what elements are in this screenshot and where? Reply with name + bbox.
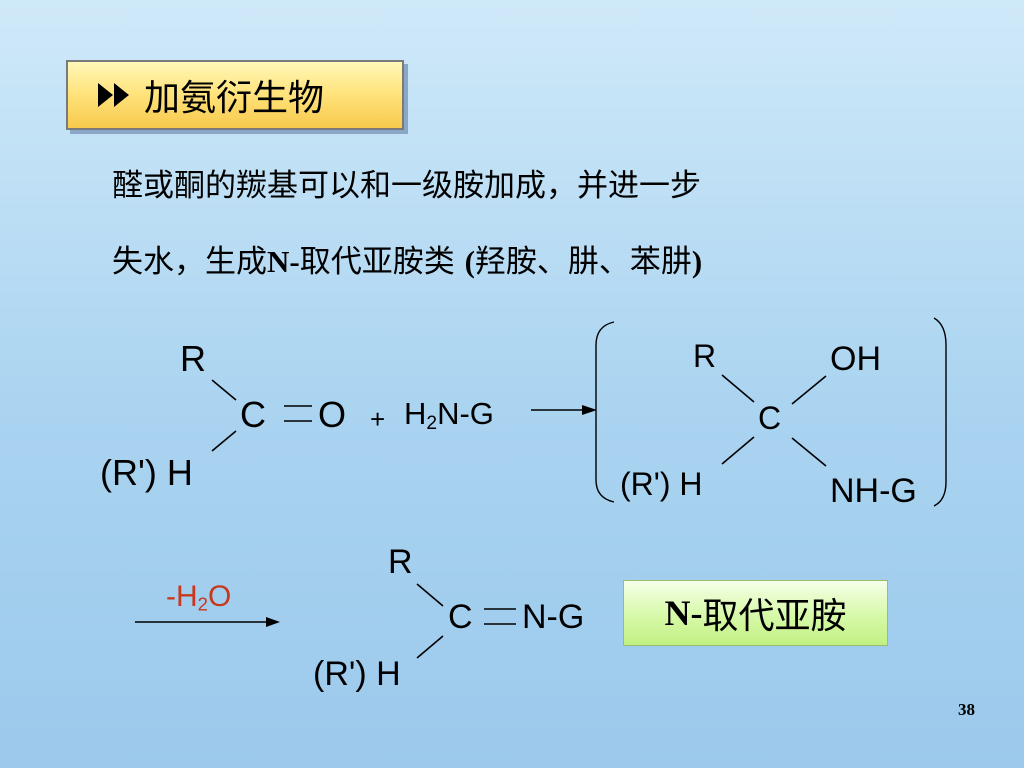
description-line-1: 醛或酮的羰基可以和一级胺加成，并进一步 [112, 168, 701, 204]
prod-r-c-bond [416, 583, 444, 607]
product-name-box: N-取代亚胺 [623, 580, 888, 646]
bracket-left [595, 321, 615, 503]
intermediate-oh: OH [830, 340, 881, 378]
double-play-icon [98, 83, 129, 107]
description-line-2: 失水，生成N-取代亚胺类 (羟胺、肼、苯肼) [112, 244, 703, 280]
bracket-right [933, 317, 947, 507]
int-n-c-bond [791, 437, 827, 467]
r-c-bond [211, 379, 237, 401]
product-name: 取代亚胺 [702, 596, 847, 637]
h-c-bond [211, 430, 237, 452]
carbonyl-rh: (R') H [100, 452, 193, 493]
carbonyl-c: C [240, 394, 266, 435]
imine-c: C [448, 598, 473, 636]
water-loss-label: -H2O [166, 580, 232, 615]
intermediate-c: C [758, 400, 782, 436]
imine-r: R [388, 543, 413, 581]
prod-h-c-bond [416, 635, 444, 659]
int-oh-c-bond [791, 375, 827, 405]
intermediate-r: R [693, 338, 717, 374]
section-title: 加氨衍生物 [144, 78, 325, 119]
product-prefix: N- [664, 593, 703, 633]
plus-sign: + [370, 404, 386, 434]
carbonyl-r: R [180, 338, 206, 379]
intermediate-nhg: NH-G [830, 472, 917, 510]
int-h-c-bond [721, 436, 755, 465]
carbonyl-o: O [318, 394, 347, 435]
section-title-box: 加氨衍生物 [66, 60, 404, 130]
imine-ng: N-G [522, 598, 585, 636]
amine-reagent: H2N-G [404, 396, 494, 434]
int-r-c-bond [721, 374, 755, 403]
imine-rh: (R') H [313, 655, 401, 693]
page-number: 38 [958, 700, 975, 719]
intermediate-rh: (R') H [620, 466, 703, 502]
